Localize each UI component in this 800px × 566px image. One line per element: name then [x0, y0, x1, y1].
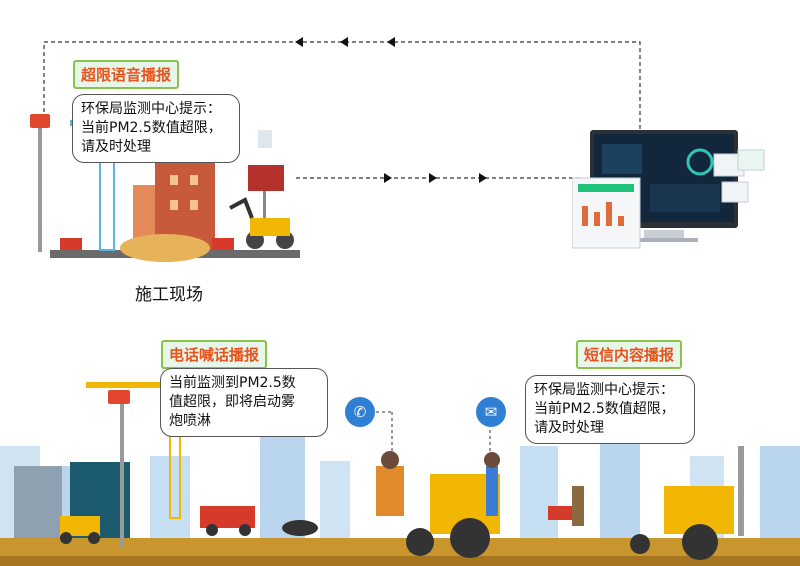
sms-speech-bubble: 环保局监测中心提示： 当前PM2.5数值超限， 请及时处理 — [525, 375, 695, 444]
sms-broadcast-label: 短信内容播报 — [576, 340, 683, 369]
voice-bubble-line-2: 当前PM2.5数值超限， — [81, 120, 222, 136]
arrow-left-1 — [295, 37, 303, 47]
voice-speech-bubble: 环保局监测中心提示： 当前PM2.5数值超限， 请及时处理 — [72, 94, 240, 163]
sms-bubble-line-3: 请及时处理 — [534, 420, 604, 436]
arrow-right-3 — [479, 173, 487, 183]
voice-bubble-line-1: 环保局监测中心提示： — [81, 101, 221, 117]
arrow-right-2 — [429, 173, 437, 183]
phone-bubble-line-2: 值超限，即将启动雾 — [169, 394, 295, 410]
phone-bubble-line-1: 当前监测到PM2.5数 — [169, 375, 296, 391]
voice-bubble-line-3: 请及时处理 — [81, 139, 151, 155]
voice-broadcast-label: 超限语音播报 — [73, 60, 180, 89]
arrow-left-2 — [340, 37, 348, 47]
site-caption: 施工现场 — [135, 285, 203, 305]
sms-bubble-line-1: 环保局监测中心提示： — [534, 382, 674, 398]
arrow-left-3 — [387, 37, 395, 47]
crane-illustration — [86, 378, 196, 548]
phone-speech-bubble: 当前监测到PM2.5数 值超限，即将启动雾 炮喷淋 — [160, 368, 328, 437]
phone-icon: ✆ — [345, 397, 375, 427]
worksite-machinery — [60, 446, 744, 560]
sms-bubble-line-2: 当前PM2.5数值超限， — [534, 401, 675, 417]
mail-icon: ✉ — [476, 397, 506, 427]
monitoring-platform-illustration — [572, 130, 765, 249]
arrow-right-1 — [384, 173, 392, 183]
construction-site-illustration — [30, 114, 300, 262]
city-skyline — [0, 431, 800, 566]
phone-bubble-line-3: 炮喷淋 — [169, 413, 211, 429]
phone-broadcast-label: 电话喊话播报 — [161, 340, 268, 369]
